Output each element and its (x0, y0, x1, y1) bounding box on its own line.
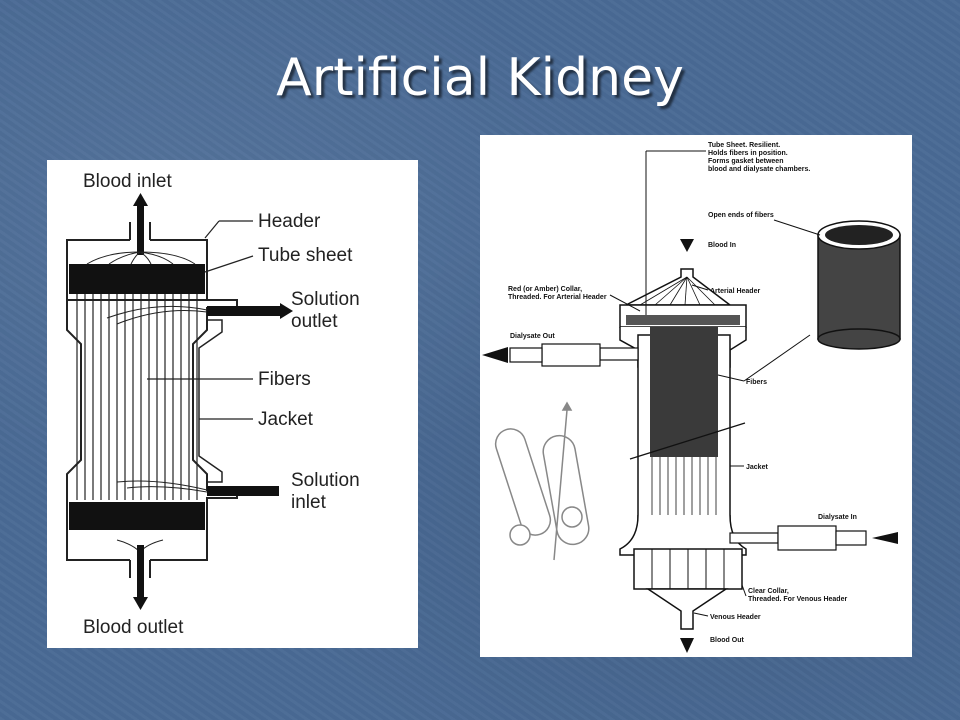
label-blood-in: Blood In (708, 242, 736, 249)
label-solution-inlet-line1: Solution (291, 470, 360, 491)
top-header-outline (66, 239, 208, 301)
hollow-fiber-dialyzer-schematic: Blood inlet Header Tube sheet Solution o… (47, 160, 418, 648)
fiber-bundle (76, 294, 198, 500)
label-tube-sheet-line1: Tube Sheet. Resilient. (708, 142, 780, 149)
label-open-ends-of-fibers: Open ends of fibers (708, 212, 774, 219)
label-tube-sheet: Tube sheet (258, 245, 353, 266)
label-solution-outlet-line1: Solution (291, 289, 360, 310)
right-leader-lines (609, 150, 821, 617)
label-dialysate-out: Dialysate Out (510, 333, 555, 340)
blood-outlet-arrow-icon (133, 597, 148, 610)
venous-header-cone (645, 588, 729, 630)
solution-outlet-arrow-icon (280, 303, 293, 319)
header-flow-arrows (86, 251, 196, 265)
solution-inlet-pipe (207, 486, 279, 496)
blood-outlet-pipe (137, 545, 144, 597)
solution-outlet-pipe (207, 306, 280, 316)
arterial-header-cone (625, 268, 733, 306)
dialysate-out-port (541, 343, 601, 367)
top-tube-sheet (69, 264, 205, 294)
label-solution-outlet-line2: outlet (291, 311, 338, 332)
dialysate-in-arrow-icon (872, 532, 898, 544)
label-tube-sheet-line2: Holds fibers in position. (708, 150, 788, 157)
label-red-collar-line2: Threaded. For Arterial Header (508, 294, 607, 301)
label-tube-sheet-line4: blood and dialysate chambers. (708, 166, 810, 173)
label-clear-collar-line1: Clear Collar, (748, 588, 789, 595)
label-arterial-header: Arterial Header (710, 288, 760, 295)
label-blood-outlet: Blood outlet (83, 617, 184, 638)
label-blood-out: Blood Out (710, 637, 744, 644)
bottom-tube-sheet (69, 502, 205, 530)
label-fibers: Fibers (746, 379, 767, 386)
dialysate-out-arrow-icon (482, 347, 508, 363)
label-header: Header (258, 211, 321, 232)
left-leader-lines (147, 220, 254, 420)
bottom-header-outline (66, 500, 130, 561)
arterial-tube-sheet (626, 315, 740, 325)
blood-inlet-arrow-icon (133, 193, 148, 206)
dialysate-in-port (777, 525, 837, 551)
fiber-bundle-dark (650, 327, 718, 457)
dialyzer-cutaway-illustration: Tube Sheet. Resilient. Holds fibers in p… (480, 135, 912, 657)
fiber-cylinder-inset (817, 234, 901, 340)
right-diagram-drawing: Tube Sheet. Resilient. Holds fibers in p… (482, 142, 901, 653)
left-diagram-drawing: Blood inlet Header Tube sheet Solution o… (66, 171, 360, 638)
label-venous-header: Venous Header (710, 614, 761, 621)
jacket-left-wall (66, 300, 82, 500)
label-jacket: Jacket (746, 464, 768, 471)
label-dialysate-in: Dialysate In (818, 514, 857, 521)
label-blood-inlet: Blood inlet (83, 171, 172, 192)
flow-sketch (494, 401, 590, 561)
label-clear-collar-line2: Threaded. For Venous Header (748, 596, 847, 603)
slide-title: Artificial Kidney (276, 48, 684, 108)
label-solution-inlet-line2: inlet (291, 492, 327, 513)
blood-out-arrow-icon (680, 638, 694, 653)
label-fibers: Fibers (258, 369, 311, 390)
blood-inlet-pipe (137, 200, 144, 255)
blood-in-arrow-icon (680, 239, 694, 252)
label-jacket: Jacket (258, 409, 314, 430)
label-tube-sheet-line3: Forms gasket between (708, 158, 783, 165)
label-red-collar-line1: Red (or Amber) Collar, (508, 286, 582, 293)
